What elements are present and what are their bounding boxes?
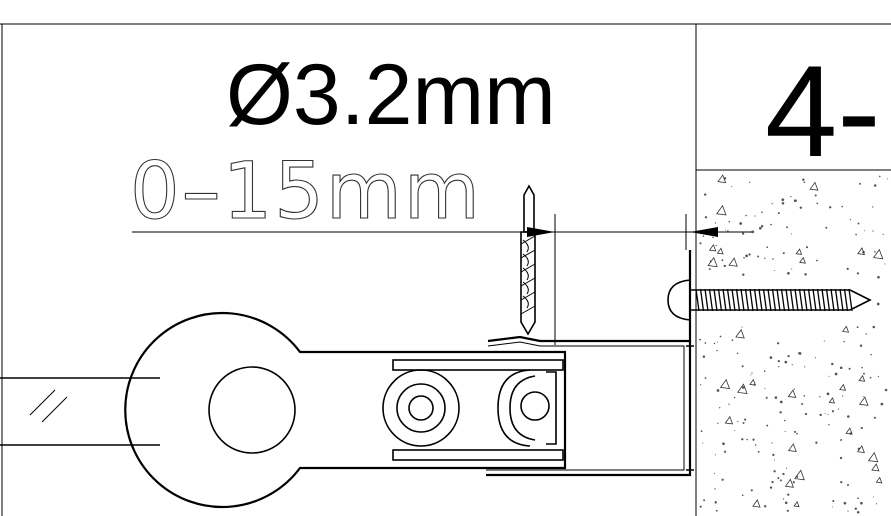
- concrete-texture: [699, 174, 889, 514]
- drill-bit: [520, 184, 536, 336]
- drill-diameter-label: Ø3.2mm: [226, 47, 556, 143]
- wall-bracket: [486, 250, 694, 477]
- depth-range-label: 0–15mm: [130, 147, 482, 237]
- glass-clamp: [124, 311, 567, 509]
- screw-thread: [695, 288, 853, 312]
- wall-screw: [667, 279, 872, 321]
- step-number-label: 4-: [765, 38, 881, 184]
- drawing-frame: [0, 23, 891, 516]
- glass-panel: [0, 377, 160, 446]
- depth-dimension: [132, 214, 752, 345]
- concrete-wall: [697, 171, 891, 516]
